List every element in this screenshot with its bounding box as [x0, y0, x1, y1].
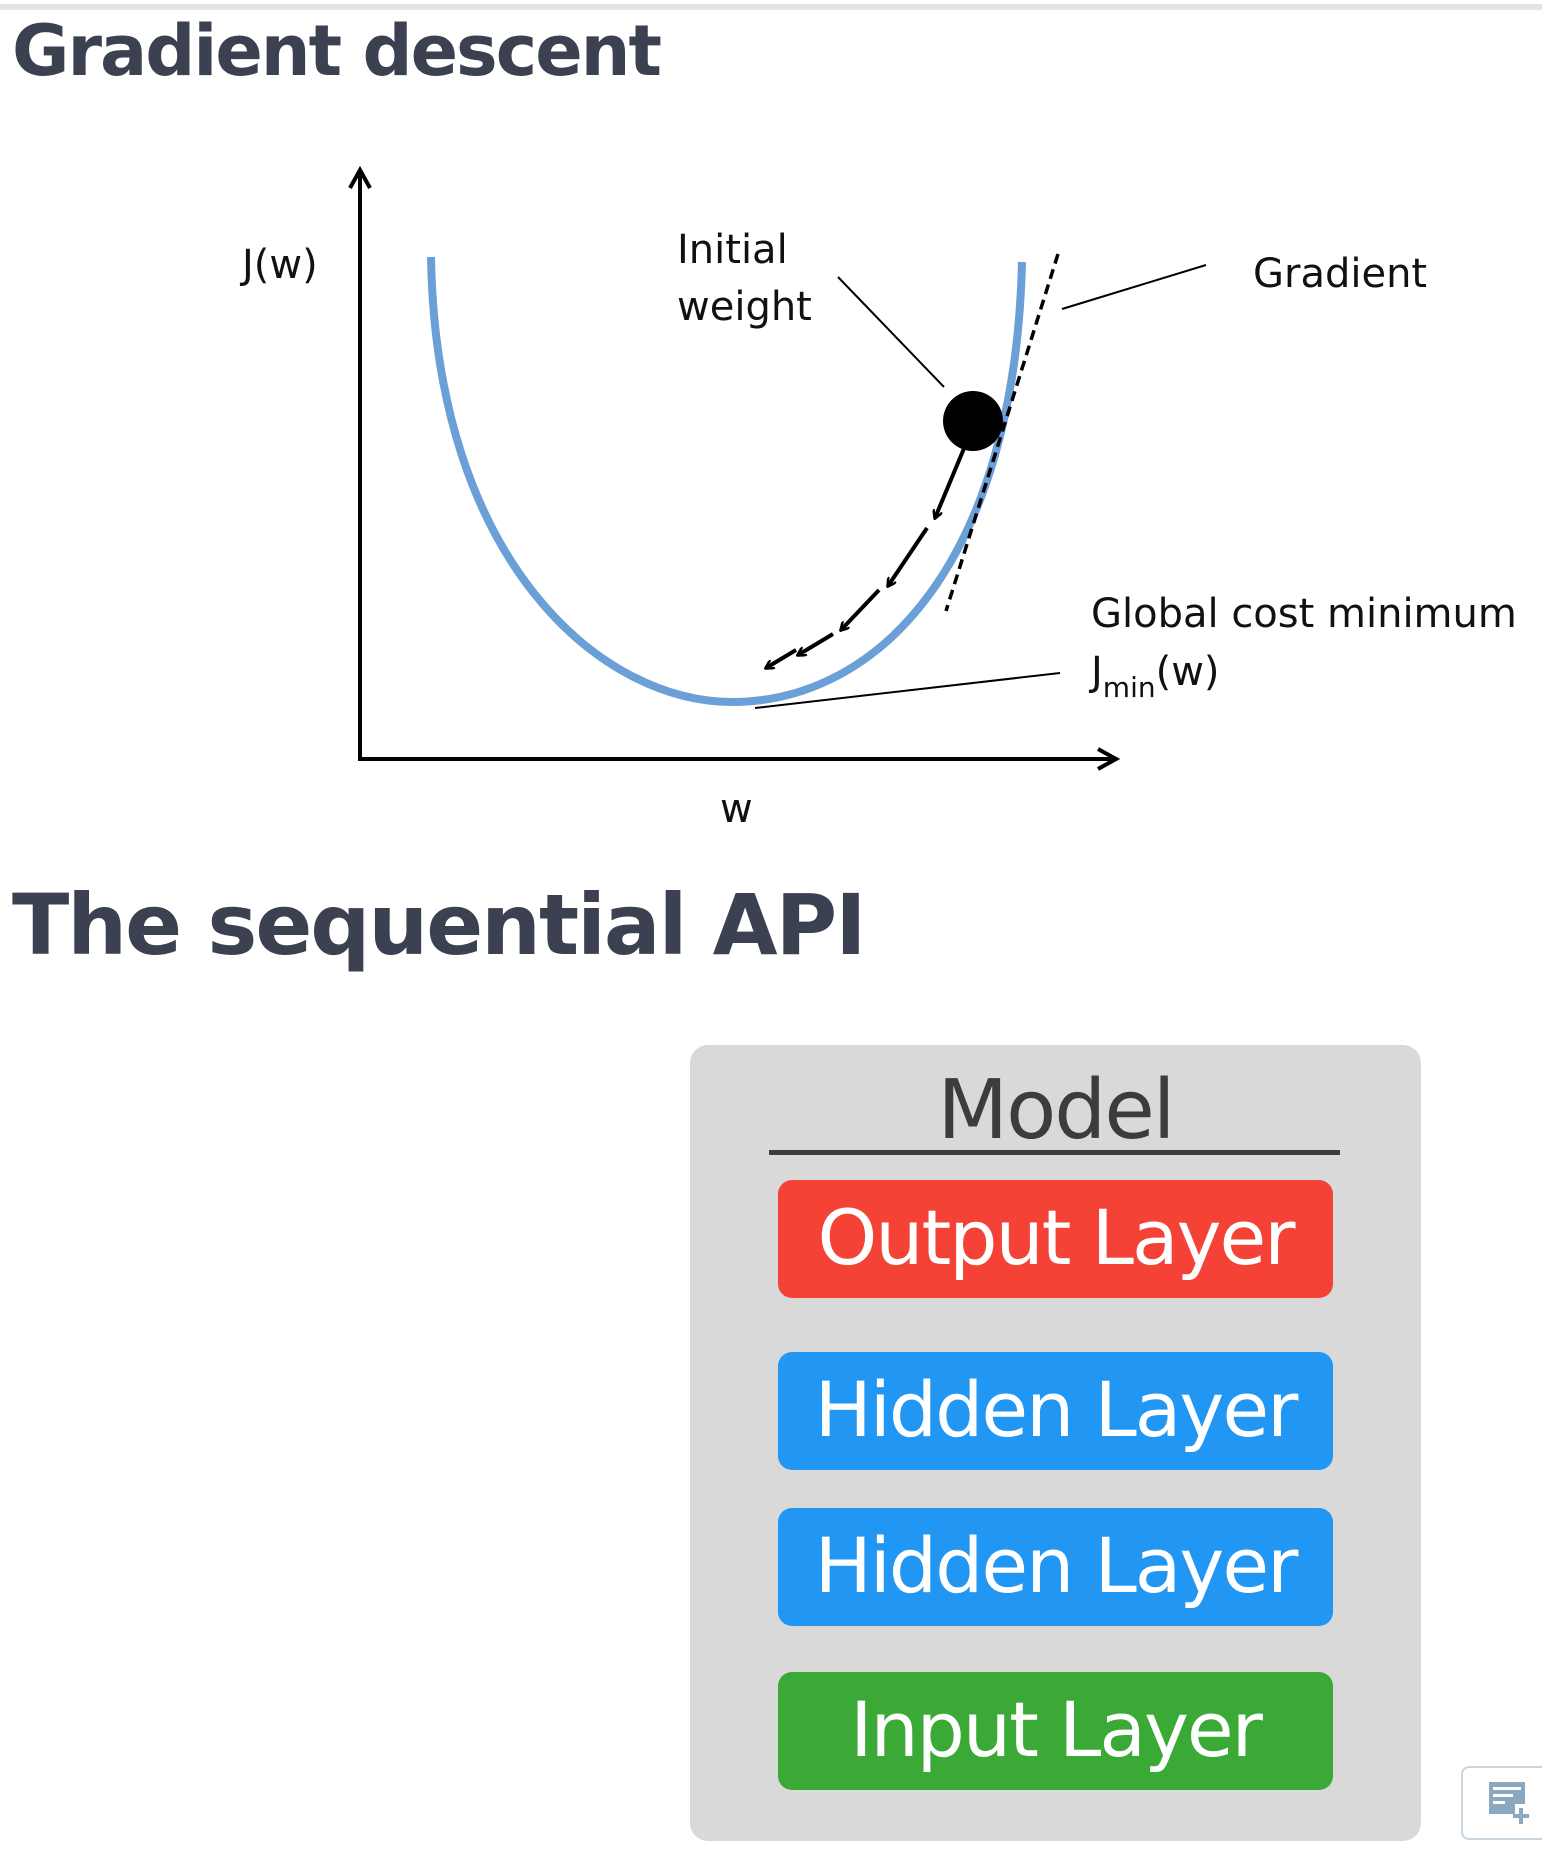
- add-note-icon: [1489, 1782, 1529, 1824]
- output-layer: Output Layer: [778, 1180, 1333, 1298]
- model-title: Model: [937, 1063, 1175, 1158]
- section-title-sequential-api: The sequential API: [12, 876, 866, 974]
- descent-steps: [766, 445, 967, 668]
- step-arrow: [841, 588, 881, 630]
- gradient-leader: [1061, 264, 1207, 310]
- minimum-leader: [754, 672, 1061, 709]
- gradient-tangent-line: [944, 253, 1060, 612]
- jmin-subscript: min: [1103, 671, 1156, 704]
- initial-weight-label-line2: weight: [677, 284, 812, 330]
- hidden-layer-1: Hidden Layer: [778, 1508, 1333, 1626]
- top-divider: [0, 4, 1542, 10]
- add-note-button[interactable]: [1461, 1766, 1542, 1840]
- step-arrow: [935, 445, 967, 518]
- jmin-main: J: [1088, 649, 1103, 695]
- y-axis-label: J(w): [239, 242, 318, 288]
- jmin-label: Jmin(w): [1088, 649, 1220, 704]
- step-arrow: [766, 648, 798, 668]
- x-axis-label: w: [720, 786, 753, 832]
- step-arrow: [888, 526, 929, 586]
- gradient-label: Gradient: [1253, 251, 1427, 297]
- initial-weight-leader: [837, 276, 945, 388]
- jmin-tail: (w): [1156, 649, 1220, 695]
- hidden-layer-2: Hidden Layer: [778, 1352, 1333, 1470]
- global-minimum-label: Global cost minimum: [1091, 591, 1517, 637]
- model-title-underline: [769, 1150, 1340, 1155]
- model-diagram: Model Output Layer Hidden Layer Hidden L…: [690, 1045, 1421, 1841]
- initial-weight-point: [943, 391, 1003, 451]
- initial-weight-label-line1: Initial: [677, 227, 788, 273]
- section-title-gradient-descent: Gradient descent: [12, 10, 662, 92]
- gradient-descent-diagram: J(w) w Initial weight Gradient Global co…: [239, 0, 1517, 832]
- step-arrow: [798, 632, 835, 655]
- input-layer: Input Layer: [778, 1672, 1333, 1790]
